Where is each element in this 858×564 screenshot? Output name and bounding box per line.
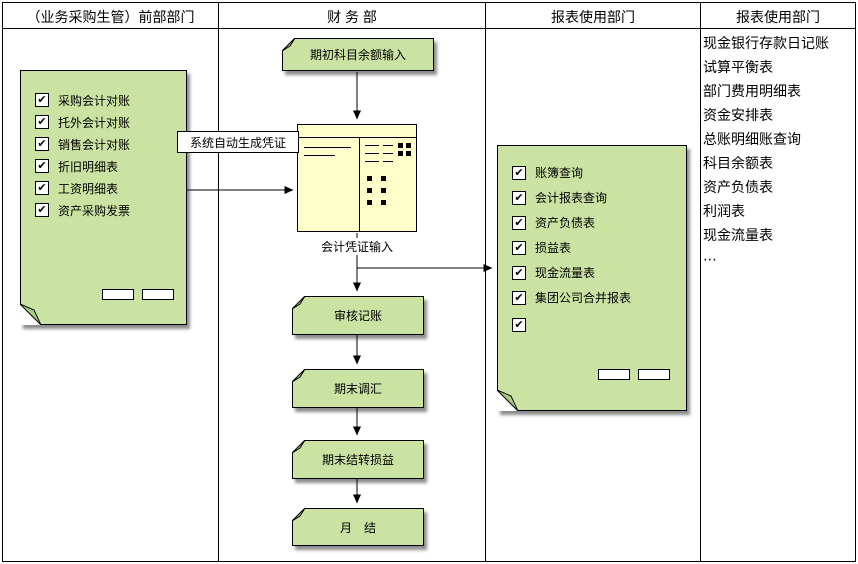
process-step-label: 审核记账 — [333, 309, 382, 323]
note-mini-buttons — [102, 289, 174, 300]
checkbox-checked-icon[interactable]: ✔ — [35, 93, 49, 107]
process-step-label: 期末调汇 — [333, 382, 382, 396]
checklist-item-label: 集团公司合并报表 — [535, 291, 632, 305]
column-divider — [700, 3, 701, 561]
checklist-item-label: 会计报表查询 — [535, 191, 608, 205]
note-mini-button[interactable] — [598, 369, 630, 380]
checklist-item: ✔ 损益表 — [498, 235, 686, 260]
checklist-item-label: 销售会计对账 — [58, 137, 131, 152]
checklist-item: ✔ 资产采购发票 — [21, 199, 186, 221]
checklist-item: ✔ 会计报表查询 — [498, 185, 686, 210]
column-divider — [218, 3, 219, 561]
checkbox-checked-icon[interactable]: ✔ — [512, 165, 526, 180]
report-list-item: 科目余额表 — [703, 155, 773, 171]
checkbox-checked-icon[interactable]: ✔ — [512, 290, 526, 305]
report-list-item: 资金安排表 — [703, 107, 773, 123]
column-header-finance-dept: 财 务 部 — [327, 9, 377, 25]
checklist-item-label: 折旧明细表 — [58, 159, 119, 174]
process-step-month-close: 月 结 — [292, 508, 424, 546]
checklist-item-label: 托外会计对账 — [58, 115, 131, 130]
checkbox-checked-icon[interactable]: ✔ — [512, 318, 526, 332]
folded-corner-icon — [292, 296, 305, 309]
report-list-item: 现金银行存款日记账 — [703, 35, 829, 51]
checkbox-checked-icon[interactable]: ✔ — [512, 240, 526, 255]
note-mini-button[interactable] — [142, 289, 174, 300]
checkbox-checked-icon[interactable]: ✔ — [35, 115, 49, 129]
checklist-item: ✔ 托外会计对账 — [21, 111, 186, 133]
folded-corner-icon — [292, 440, 305, 453]
checklist-item: ✔ 现金流量表 — [498, 260, 686, 285]
header-separator — [3, 28, 855, 29]
note-mini-button[interactable] — [102, 289, 134, 300]
process-step-exchange-adjust: 期末调汇 — [292, 369, 424, 408]
checklist-item-label: 工资明细表 — [58, 181, 119, 196]
column-divider — [485, 3, 486, 561]
report-list-item: 部门费用明细表 — [703, 83, 801, 99]
report-users-checklist-note: ✔ 账簿查询 ✔ 会计报表查询 ✔ 资产负债表 ✔ 损益表 ✔ 现金流量表 ✔ … — [497, 145, 687, 411]
report-list-item: ⋯ — [703, 251, 717, 267]
report-list-item: 试算平衡表 — [703, 59, 773, 75]
process-step-pl-carryover: 期末结转损益 — [292, 440, 424, 479]
checklist-item-label: 资产采购发票 — [58, 203, 131, 218]
checkbox-checked-icon[interactable]: ✔ — [512, 265, 526, 280]
report-list-item: 总账明细账查询 — [703, 131, 801, 147]
checklist-item-label: 资产负债表 — [535, 216, 596, 230]
checkbox-checked-icon[interactable]: ✔ — [512, 215, 526, 230]
note-mini-button[interactable] — [638, 369, 670, 380]
checkbox-checked-icon[interactable]: ✔ — [512, 190, 526, 205]
checklist-item: ✔ 资产负债表 — [498, 210, 686, 235]
folded-corner-icon — [497, 390, 518, 411]
process-step-label: 月 结 — [339, 520, 376, 535]
checklist-item: ✔ 集团公司合并报表 — [498, 285, 686, 310]
checklist-item-label: 账簿查询 — [535, 166, 584, 180]
report-list-item: 资产负债表 — [703, 179, 773, 195]
folded-corner-icon — [282, 38, 295, 51]
folded-corner-icon — [292, 369, 305, 382]
checklist-item-label: 损益表 — [535, 241, 572, 255]
process-step-label: 期初科目余额输入 — [309, 48, 406, 62]
process-step-opening-balance: 期初科目余额输入 — [282, 38, 434, 71]
folded-corner-icon — [20, 304, 41, 325]
report-list-item: 现金流量表 — [703, 227, 773, 243]
column-header-report-users: 报表使用部门 — [551, 9, 635, 25]
voucher-input-caption: 会计凭证输入 — [297, 238, 417, 255]
checklist-item-label: 采购会计对账 — [58, 93, 131, 108]
checkbox-checked-icon[interactable]: ✔ — [35, 137, 49, 151]
process-step-audit: 审核记账 — [292, 296, 424, 335]
folded-corner-icon — [292, 508, 305, 521]
checklist-item-label: 现金流量表 — [535, 266, 596, 280]
auto-voucher-label: 系统自动生成凭证 — [177, 131, 299, 153]
checklist-item: ✔ 工资明细表 — [21, 177, 186, 199]
report-list: 现金银行存款日记账 试算平衡表 部门费用明细表 资金安排表 总账明细账查询 科目… — [703, 31, 829, 271]
checkbox-checked-icon[interactable]: ✔ — [35, 203, 49, 217]
checklist-item: ✔ 账簿查询 — [498, 160, 686, 185]
process-step-label: 期末结转损益 — [321, 453, 394, 467]
checkbox-checked-icon[interactable]: ✔ — [35, 159, 49, 173]
checklist-item: ✔ 折旧明细表 — [21, 155, 186, 177]
report-list-item: 利润表 — [703, 203, 745, 219]
note-mini-buttons — [598, 369, 670, 380]
column-header-front-dept: （业务采购生管）前部部门 — [26, 9, 195, 25]
front-dept-checklist-note: ✔ 采购会计对账 ✔ 托外会计对账 ✔ 销售会计对账 ✔ 折旧明细表 ✔ 工资明… — [20, 70, 187, 325]
column-header-report-users-2: 报表使用部门 — [736, 9, 820, 25]
voucher-form-icon — [297, 124, 417, 232]
checklist-item: ✔ 销售会计对账 — [21, 133, 186, 155]
checklist-item: ✔ 采购会计对账 — [21, 89, 186, 111]
checkbox-checked-icon[interactable]: ✔ — [35, 181, 49, 195]
